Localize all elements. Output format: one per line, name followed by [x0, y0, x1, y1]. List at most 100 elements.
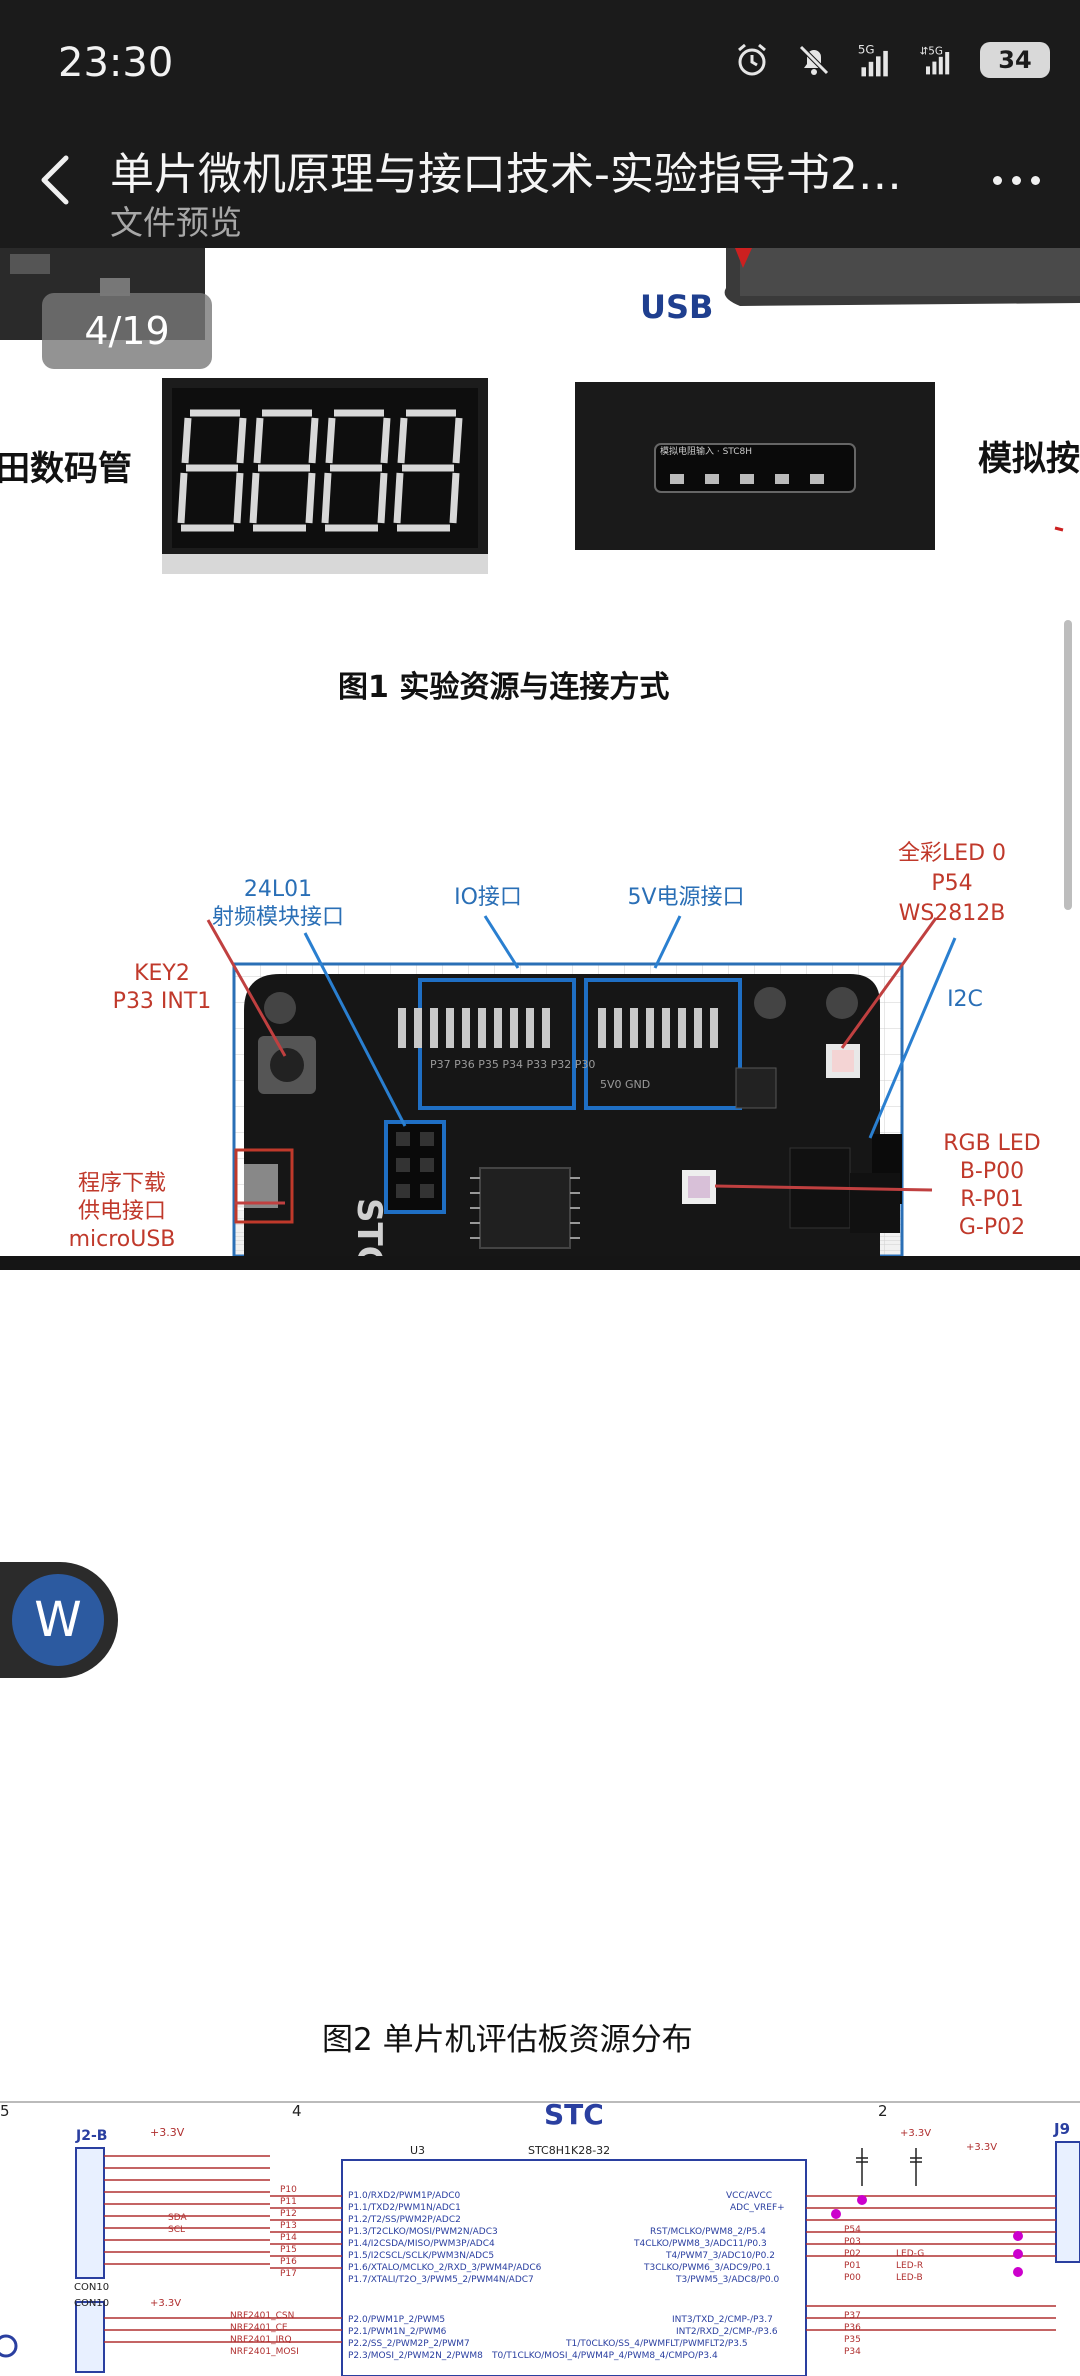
- svg-text:P00: P00: [844, 2273, 861, 2283]
- alarm-icon: [732, 40, 772, 80]
- svg-text:NRF2401_MOSI: NRF2401_MOSI: [230, 2347, 299, 2357]
- svg-text:P2.0/PWM1P_2/PWM5: P2.0/PWM1P_2/PWM5: [348, 2315, 445, 2325]
- led-label: 全彩LED 0: [898, 841, 1006, 866]
- back-button[interactable]: [30, 150, 80, 210]
- svg-text:INT3/TXD_2/CMP-/P3.7: INT3/TXD_2/CMP-/P3.7: [672, 2315, 773, 2325]
- top-bar: 23:30 5G ⇵5G 34 单片微机原理与接口技术-实验指导书2… 文件预览: [0, 0, 1080, 248]
- svg-text:ADC_VREF+: ADC_VREF+: [730, 2203, 785, 2213]
- schematic-logo: STC: [544, 2098, 604, 2131]
- module-label: 24L01: [244, 877, 312, 902]
- rgb-r-label: R-P01: [960, 1187, 1024, 1212]
- schematic-right-conn: J9: [1053, 2120, 1070, 2138]
- svg-text:P2.1/PWM1N_2/PWM6: P2.1/PWM1N_2/PWM6: [348, 2327, 447, 2337]
- svg-text:CON10: CON10: [74, 2298, 109, 2309]
- svg-text:P10: P10: [280, 2185, 297, 2195]
- schematic-chip-part: STC8H1K28-32: [528, 2144, 610, 2157]
- signal-5g-icon: 5G: [856, 40, 896, 80]
- svg-text:SDA: SDA: [168, 2213, 187, 2223]
- svg-text:P13: P13: [280, 2221, 297, 2231]
- svg-text:LED-B: LED-B: [896, 2273, 923, 2283]
- svg-text:P1.3/T2CLKO/MOSI/PWM2N/ADC3: P1.3/T2CLKO/MOSI/PWM2N/ADC3: [348, 2227, 498, 2237]
- svg-text:P2.2/SS_2/PWM2P_2/PWM7: P2.2/SS_2/PWM2P_2/PWM7: [348, 2339, 470, 2349]
- page-divider: [0, 1256, 1080, 1270]
- schematic-chip: U3: [410, 2144, 425, 2157]
- svg-text:NRF2401_IRQ: NRF2401_IRQ: [230, 2335, 292, 2345]
- board-annotations: 24L01 射频模块接口 IO接口 5V电源接口 全彩LED 0 P54 WS2…: [69, 841, 1041, 1252]
- svg-text:5V0 GND: 5V0 GND: [600, 1078, 650, 1091]
- svg-text:T1/T0CLKO/SS_4/PWMFLT/PWMFLT2/: T1/T0CLKO/SS_4/PWMFLT/PWMFLT2/P3.5: [565, 2339, 748, 2349]
- scrollbar[interactable]: [1064, 620, 1072, 910]
- svg-text:LED-G: LED-G: [896, 2249, 924, 2259]
- module-label-2: 射频模块接口: [212, 905, 344, 930]
- svg-text:P17: P17: [280, 2269, 297, 2279]
- svg-text:P02: P02: [844, 2249, 861, 2259]
- floating-word-button[interactable]: W: [0, 1562, 118, 1678]
- more-dot-icon: [1030, 175, 1040, 185]
- svg-text:SCL: SCL: [168, 2225, 185, 2235]
- more-options-button[interactable]: [986, 160, 1046, 200]
- svg-text:STC: STC: [349, 1198, 389, 1258]
- power-label: 5V电源接口: [627, 885, 744, 910]
- figure2-caption: 图2 单片机评估板资源分布: [322, 2022, 693, 2058]
- status-time: 23:30: [58, 40, 174, 86]
- word-app-icon: W: [12, 1574, 104, 1666]
- svg-text:RST/MCLKO/PWM8_2/P5.4: RST/MCLKO/PWM8_2/P5.4: [650, 2227, 766, 2237]
- svg-text:P34: P34: [844, 2347, 861, 2357]
- svg-text:P37 P36 P35 P34 P33 P32 P30: P37 P36 P35 P34 P33 P32 P30: [430, 1058, 595, 1071]
- svg-text:P01: P01: [844, 2261, 861, 2271]
- svg-text:P14: P14: [280, 2233, 297, 2243]
- svg-text:5G: 5G: [858, 43, 875, 57]
- mute-bell-icon: [794, 40, 834, 80]
- svg-text:T4CLKO/PWM8_3/ADC11/P0.3: T4CLKO/PWM8_3/ADC11/P0.3: [633, 2239, 767, 2249]
- svg-text:P54: P54: [844, 2225, 861, 2235]
- svg-text:P16: P16: [280, 2257, 297, 2267]
- svg-text:⇵5G: ⇵5G: [920, 45, 943, 57]
- signal-5g-icon-2: ⇵5G: [918, 40, 958, 80]
- io-label: IO接口: [454, 885, 522, 910]
- battery-icon: 34: [980, 42, 1050, 78]
- svg-text:LED-R: LED-R: [896, 2261, 923, 2271]
- svg-text:P12: P12: [280, 2209, 297, 2219]
- rgb-g-label: G-P02: [959, 1215, 1025, 1240]
- schematic-con10: CON10: [74, 2282, 109, 2293]
- download-label-2: 供电接口: [78, 1199, 166, 1224]
- page-indicator: 4/19: [42, 293, 212, 369]
- svg-text:P1.5/I2CSCL/SCLK/PWM3N/ADC5: P1.5/I2CSCL/SCLK/PWM3N/ADC5: [348, 2251, 494, 2261]
- svg-text:P2.3/MOSI_2/PWM2N_2/PWM8: P2.3/MOSI_2/PWM2N_2/PWM8: [348, 2351, 483, 2361]
- svg-text:P36: P36: [844, 2323, 861, 2333]
- svg-text:P1.4/I2CSDA/MISO/PWM3P/ADC4: P1.4/I2CSDA/MISO/PWM3P/ADC4: [348, 2239, 495, 2249]
- svg-text:+3.3V: +3.3V: [900, 2128, 931, 2139]
- svg-text:T3/PWM5_3/ADC8/P0.0: T3/PWM5_3/ADC8/P0.0: [675, 2275, 779, 2285]
- svg-text:T0/T1CLKO/MOSI_4/PWM4P_4/PWM8_: T0/T1CLKO/MOSI_4/PWM4P_4/PWM8_4/CMPO/P3.…: [491, 2351, 718, 2361]
- svg-text:T3CLKO/PWM6_3/ADC9/P0.1: T3CLKO/PWM6_3/ADC9/P0.1: [643, 2263, 771, 2273]
- schematic-pwr: +3.3V: [150, 2126, 185, 2139]
- figure1-images: 模拟电阻输入 · STC8H USB 田数码管 模拟按: [0, 248, 1080, 574]
- schematic-crop: 5 4 2 STC J2-B J9 +3.3V U3 STC8H1K28-32 …: [0, 2098, 1080, 2376]
- document-subtitle: 文件预览: [110, 203, 242, 242]
- schematic-col-4: 4: [292, 2102, 302, 2120]
- svg-text:P1.2/T2/SS/PWM2P/ADC2: P1.2/T2/SS/PWM2P/ADC2: [348, 2215, 461, 2225]
- download-label-3: microUSB: [69, 1227, 176, 1252]
- seven-segment-digits: [177, 409, 463, 532]
- seg-display-label: 田数码管: [0, 449, 132, 489]
- svg-text:T4/PWM7_3/ADC10/P0.2: T4/PWM7_3/ADC10/P0.2: [665, 2251, 775, 2261]
- svg-text:P1.6/XTALO/MCLKO_2/RXD_3/PWM4P: P1.6/XTALO/MCLKO_2/RXD_3/PWM4P/ADC6: [348, 2263, 542, 2273]
- svg-text:+3.3V: +3.3V: [150, 2298, 181, 2309]
- svg-text:P03: P03: [844, 2237, 861, 2247]
- chevron-left-icon: [41, 155, 69, 205]
- svg-text:VCC/AVCC: VCC/AVCC: [726, 2191, 772, 2201]
- svg-text:+3.3V: +3.3V: [966, 2142, 997, 2153]
- rgb-b-label: B-P00: [960, 1159, 1024, 1184]
- document-viewer[interactable]: 模拟电阻输入 · STC8H USB 田数码管 模拟按 4/19 图1 实验资源…: [0, 248, 1080, 2376]
- led-label-2: P54: [931, 871, 972, 896]
- analog-key-label: 模拟按: [978, 439, 1080, 479]
- figure1-caption: 图1 实验资源与连接方式: [338, 670, 670, 705]
- svg-text:P1.1/TXD2/PWM1N/ADC1: P1.1/TXD2/PWM1N/ADC1: [348, 2203, 461, 2213]
- stc-board-full: P37 P36 P35 P34 P33 P32 P30 5V0 GND STC: [232, 962, 904, 1258]
- svg-text:NRF2401_CE: NRF2401_CE: [230, 2323, 288, 2333]
- download-label: 程序下载: [78, 1171, 166, 1196]
- document-title: 单片微机原理与接口技术-实验指导书2…: [110, 149, 902, 200]
- svg-text:INT2/RXD_2/CMP-/P3.6: INT2/RXD_2/CMP-/P3.6: [676, 2327, 778, 2337]
- svg-text:P11: P11: [280, 2197, 297, 2207]
- rgb-label: RGB LED: [943, 1131, 1041, 1156]
